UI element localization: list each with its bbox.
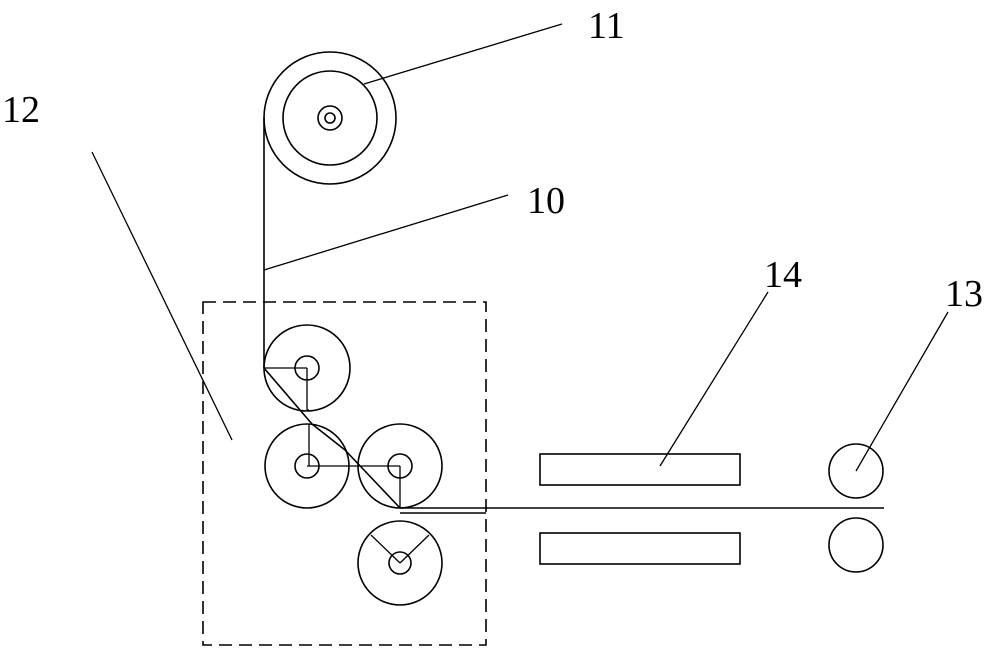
leader-line-12 [91, 151, 233, 441]
bottom-roller-outer [357, 520, 443, 606]
strip-diagonal-mid [311, 423, 346, 451]
leader-line-11 [363, 23, 563, 85]
leader-lines [91, 23, 949, 472]
label-14: 14 [764, 254, 802, 296]
roller-linkage [264, 367, 401, 508]
lower-pinch-roller [828, 517, 884, 573]
pinch-rollers [828, 443, 884, 573]
supply-roll-inner-ring [282, 70, 378, 166]
leader-line-13 [855, 311, 949, 472]
bottom-roller-v-left [370, 534, 401, 564]
dashed-enclosure-box [202, 301, 487, 646]
leader-line-10 [263, 194, 509, 271]
upper-pinch-roller [828, 443, 884, 499]
label-13: 13 [945, 273, 983, 315]
supply-roll [263, 51, 397, 185]
strip-diagonal-low [344, 449, 401, 509]
bottom-roller-hub [388, 551, 412, 575]
strip-diagonal-top [263, 367, 313, 425]
label-11: 11 [588, 5, 625, 47]
plate-pair [539, 453, 741, 565]
label-12: 12 [2, 89, 40, 131]
supply-roll-hub-outer [317, 105, 343, 131]
supply-roll-hub-inner [324, 112, 336, 124]
upper-plate [539, 453, 741, 486]
bottom-roller-v-right [399, 534, 430, 564]
label-10: 10 [527, 180, 565, 222]
lower-plate [539, 532, 741, 565]
leader-line-14 [659, 291, 769, 467]
bottom-roller [357, 520, 443, 606]
strip-path [263, 367, 884, 514]
